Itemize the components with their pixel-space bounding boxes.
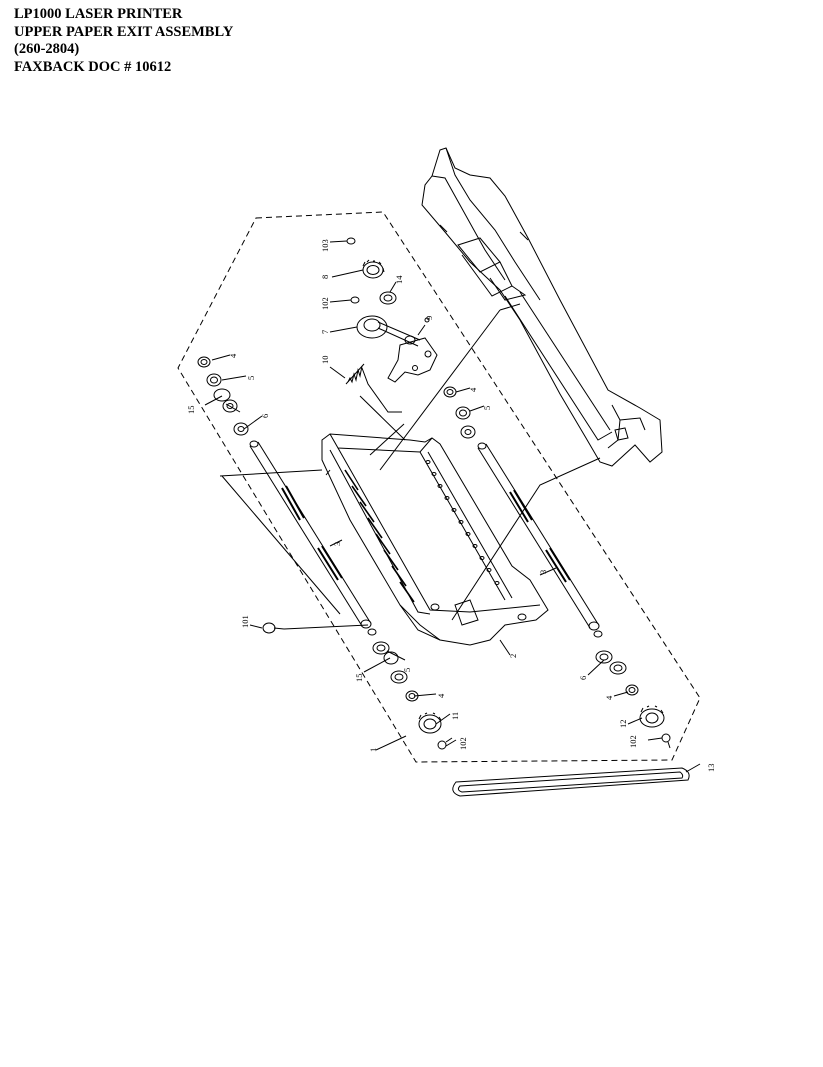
callout-15-left: 15 — [186, 406, 196, 415]
printer-frame-section — [421, 147, 663, 467]
callout-8: 8 — [320, 275, 330, 279]
middle-bushing-group — [443, 386, 476, 439]
callout-3-left: 3 — [332, 542, 342, 546]
reference-lines — [219, 303, 601, 630]
callout-103: 103 — [320, 239, 330, 252]
callout-1: 1 — [368, 748, 378, 752]
exit-guide-part-2 — [321, 433, 549, 646]
callout-9: 9 — [424, 316, 434, 320]
spring-part-10 — [345, 363, 402, 413]
callout-4-left: 4 — [228, 353, 238, 358]
callout-10: 10 — [320, 356, 330, 365]
callout-12: 12 — [618, 720, 628, 729]
belt-part-13 — [452, 767, 690, 797]
callout-101: 101 — [240, 615, 250, 628]
header-part-number: (260-2804) — [14, 41, 80, 58]
callout-14: 14 — [394, 275, 404, 284]
bottom-left-bushing-group — [372, 641, 453, 750]
header-assembly-name: UPPER PAPER EXIT ASSEMBLY — [14, 23, 234, 40]
callout-6-left: 6 — [260, 414, 270, 418]
callout-5-bottom: 5 — [402, 668, 412, 672]
callout-3-right: 3 — [538, 570, 548, 574]
document-header: LP1000 LASER PRINTER UPPER PAPER EXIT AS… — [14, 6, 233, 76]
callout-4-bottom: 4 — [436, 693, 446, 698]
left-roller-shaft-part-3 — [249, 440, 377, 636]
header-doc-number: FAXBACK DOC # 10612 — [14, 58, 172, 75]
callout-6-right: 6 — [578, 676, 588, 680]
callout-5-left: 5 — [246, 376, 256, 380]
left-bushing-group — [197, 356, 249, 436]
callout-labels: 103 8 14 102 7 9 10 4 5 15 6 4 5 3 3 2 1… — [186, 239, 716, 772]
header-title: LP1000 LASER PRINTER — [14, 6, 183, 22]
callout-4-mid: 4 — [468, 387, 478, 392]
screw-part-101 — [262, 622, 285, 634]
callout-11: 11 — [450, 712, 460, 720]
callout-15-bottom: 15 — [354, 674, 364, 683]
upper-gear-train — [346, 237, 438, 383]
right-roller-shaft-part-3 — [477, 442, 603, 638]
callout-102-bottom: 102 — [458, 737, 468, 750]
callout-102-top: 102 — [320, 297, 330, 310]
callout-5-mid: 5 — [482, 406, 492, 410]
callout-leaders — [204, 240, 701, 773]
callout-4-right: 4 — [604, 695, 614, 700]
assembly-boundary — [177, 211, 701, 763]
callout-13: 13 — [706, 764, 716, 773]
callout-102-right: 102 — [628, 735, 638, 748]
callout-2: 2 — [508, 654, 518, 658]
guide-ribs — [344, 469, 415, 603]
callout-7: 7 — [320, 330, 330, 334]
guide-holes — [425, 460, 500, 585]
